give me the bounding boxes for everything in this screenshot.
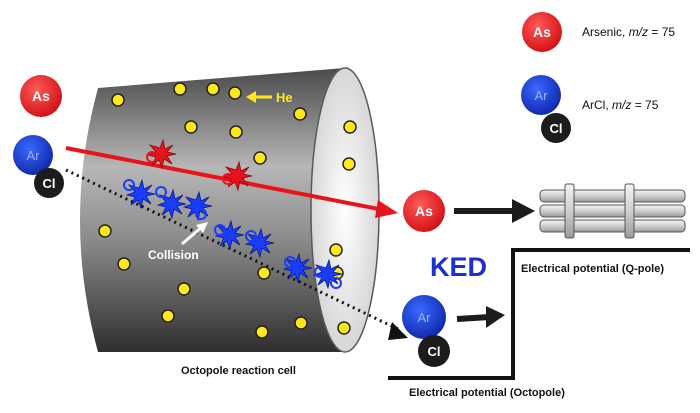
ar-incoming-label: Ar <box>27 148 41 163</box>
arsenic-collision-rings <box>146 151 234 185</box>
arcl-collision-rings <box>123 179 342 289</box>
collision-arrowhead <box>196 222 208 233</box>
legend-ar-label: Ar <box>535 88 549 103</box>
legend-arcl-mz-label: m/z <box>612 98 632 112</box>
as-incoming-label: As <box>32 88 50 104</box>
cl-ion-incoming <box>34 168 64 198</box>
as-outgoing-label: As <box>415 203 433 219</box>
he-arrowhead <box>246 91 256 103</box>
arcl-trajectory-arrowhead <box>388 322 408 340</box>
legend-ar-icon <box>521 75 561 115</box>
qpole-potential-label: Electrical potential (Q-pole) <box>521 263 665 275</box>
arcl-to-barrier-arrow <box>456 314 491 322</box>
ar-blocked-label: Ar <box>418 310 432 325</box>
reaction-cell-body <box>80 68 363 352</box>
legend-arcl-mz-value: = 75 <box>634 98 659 112</box>
arcl-trajectory <box>65 168 401 332</box>
cl-ion-blocked <box>418 335 450 367</box>
legend-arcl-text: ArCl, m/z = 75 <box>582 98 659 112</box>
legend-arsenic-text: Arsenic, m/z = 75 <box>582 25 676 39</box>
he-label: He <box>276 90 293 105</box>
legend-arsenic-name: Arsenic <box>582 25 623 39</box>
legend-cl-label: Cl <box>550 121 563 136</box>
legend-as-label: As <box>533 24 551 40</box>
ar-ion-incoming <box>13 135 53 175</box>
quadrupole-rods <box>539 183 686 239</box>
as-to-qpole-arrowhead <box>512 199 535 223</box>
ar-ion-blocked <box>402 295 446 339</box>
collision-label: Collision <box>148 248 199 262</box>
arsenic-trajectory-arrowhead <box>375 200 398 218</box>
ked-label: KED <box>430 252 487 282</box>
legend-arcl-name: ArCl <box>582 98 606 112</box>
helium-atoms <box>98 82 357 339</box>
legend-as-icon <box>522 12 562 52</box>
cl-incoming-label: Cl <box>43 176 56 191</box>
reaction-cell-label: Octopole reaction cell <box>181 365 296 377</box>
cl-blocked-label: Cl <box>428 344 441 359</box>
as-ion-incoming <box>20 75 62 117</box>
arcl-to-barrier-arrowhead <box>486 306 505 328</box>
as-ion-outgoing <box>403 190 445 232</box>
reaction-cell-end-face <box>310 67 380 353</box>
energy-barrier-step <box>388 248 690 380</box>
legend-arsenic-mz-label: m/z <box>628 25 649 39</box>
arsenic-trajectory <box>65 146 385 212</box>
legend-cl-icon <box>541 113 571 143</box>
legend-arsenic-mz-value: = 75 <box>651 25 676 39</box>
octopole-potential-label: Electrical potential (Octopole) <box>409 387 565 399</box>
